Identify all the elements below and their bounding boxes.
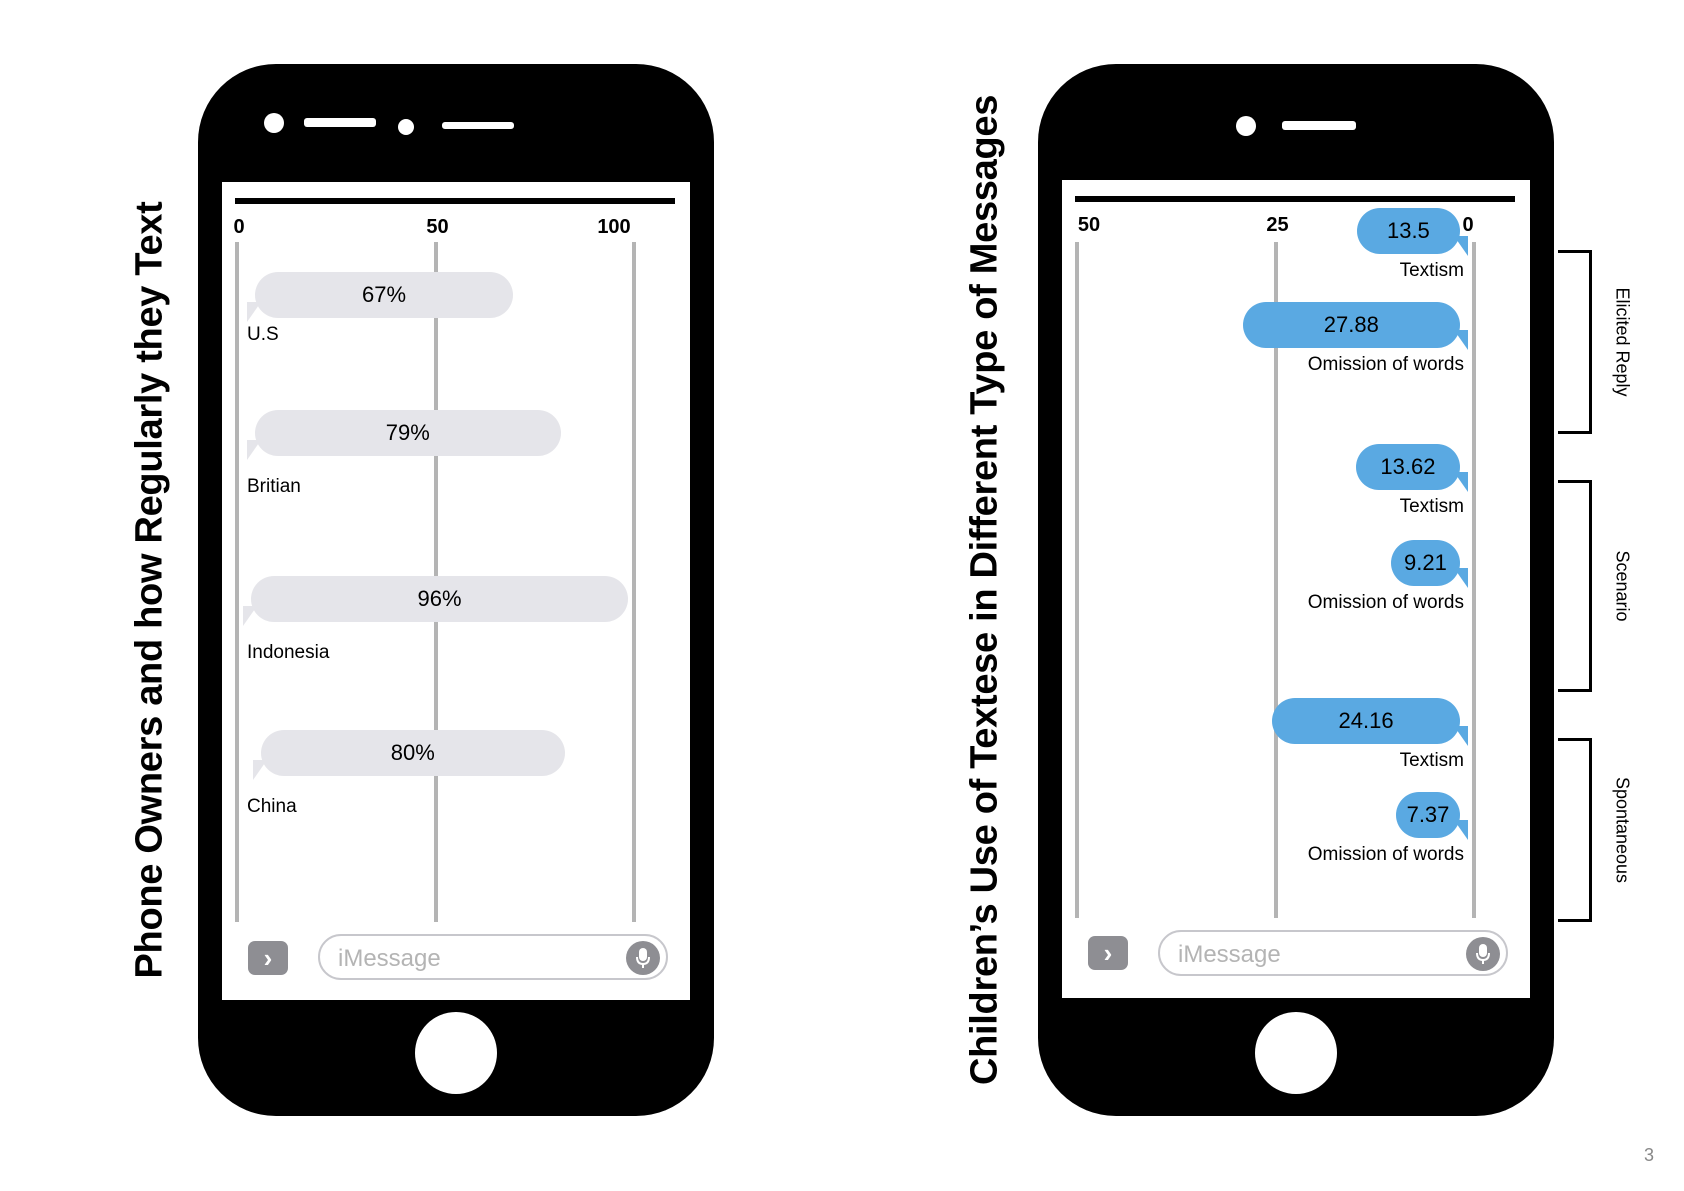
data-bar: 79%	[255, 410, 561, 456]
x-tick-label: 50	[426, 216, 449, 238]
data-bar: 24.16	[1272, 698, 1460, 744]
group-label: Spontaneous	[1612, 776, 1633, 884]
gridline	[1273, 242, 1278, 918]
bubble-tail	[1454, 472, 1468, 492]
gridline	[632, 242, 636, 922]
gridline	[1075, 242, 1079, 918]
bubble-tail	[247, 440, 261, 460]
category-label: Omission of words	[1307, 592, 1464, 613]
screen-top-rule	[235, 198, 675, 204]
category-label: Textism	[1399, 496, 1464, 517]
data-bar: 9.21	[1390, 540, 1460, 586]
front-camera-icon	[1236, 116, 1256, 136]
screen-top-rule	[1075, 196, 1515, 202]
sensor-slot	[442, 122, 514, 129]
bubble-tail	[1454, 820, 1468, 840]
bubble-tail	[253, 760, 267, 780]
microphone-icon[interactable]	[626, 941, 660, 975]
speaker-grille	[1282, 121, 1356, 130]
data-bar: 13.5	[1356, 208, 1460, 254]
bubble-tail	[1454, 568, 1468, 588]
group-bracket	[1558, 738, 1592, 922]
home-button[interactable]	[415, 1012, 497, 1094]
imessage-input[interactable]: iMessage	[318, 934, 668, 980]
data-bar: 80%	[261, 730, 565, 776]
chart2-title: Children’s Use of Textese in Different T…	[963, 94, 1006, 1086]
imessage-input[interactable]: iMessage	[1158, 930, 1508, 976]
x-tick-label: 25	[1266, 214, 1289, 236]
message-input-bar: › iMessage	[222, 934, 690, 1000]
phone-screen-left: 0 50 100 67% U.S 79% Britian 96% Indonesia 80% Chi…	[222, 182, 690, 1000]
page-number: 3	[1643, 1145, 1654, 1165]
microphone-icon[interactable]	[1466, 937, 1500, 971]
gridline	[235, 242, 239, 922]
category-label: Textism	[1399, 750, 1464, 771]
data-bar: 27.88	[1242, 302, 1460, 348]
app-drawer-button[interactable]: ›	[248, 941, 288, 975]
group-bracket	[1558, 480, 1592, 692]
input-placeholder: iMessage	[338, 945, 441, 972]
x-tick-label: 0	[233, 216, 245, 238]
category-label: Omission of words	[1307, 354, 1464, 375]
data-bar: 13.62	[1355, 444, 1460, 490]
speaker-grille	[304, 118, 376, 127]
group-label: Elicited Reply	[1612, 287, 1633, 397]
phone-frame-left: 0 50 100 67% U.S 79% Britian 96% Indonesia 80% Chi…	[198, 64, 714, 1116]
home-button[interactable]	[1255, 1012, 1337, 1094]
sensor-icon	[398, 119, 414, 135]
front-camera-icon	[264, 113, 284, 133]
bubble-tail	[1454, 236, 1468, 256]
x-tick-label: 100	[597, 216, 631, 238]
category-label: Textism	[1399, 260, 1464, 281]
x-tick-label: 50	[1077, 214, 1101, 236]
group-label: Scenario	[1612, 550, 1633, 622]
data-bar: 7.37	[1396, 792, 1460, 838]
x-tick-label: 0	[1462, 214, 1474, 236]
app-drawer-button[interactable]: ›	[1088, 936, 1128, 970]
input-placeholder: iMessage	[1178, 941, 1281, 968]
category-label: Indonesia	[247, 642, 330, 663]
gridline	[1472, 242, 1476, 918]
bubble-tail	[247, 302, 261, 322]
chart1-title: Phone Owners and how Regularly they Text	[128, 201, 171, 979]
bubble-tail	[243, 606, 257, 626]
category-label: China	[247, 796, 297, 817]
category-label: U.S	[247, 324, 279, 345]
data-bar: 67%	[255, 272, 513, 318]
category-label: Britian	[247, 476, 301, 497]
message-input-bar: › iMessage	[1062, 930, 1530, 998]
data-bar: 96%	[251, 576, 629, 622]
bubble-tail	[1454, 330, 1468, 350]
bubble-tail	[1454, 726, 1468, 746]
category-label: Omission of words	[1307, 844, 1464, 865]
group-bracket	[1558, 250, 1592, 434]
